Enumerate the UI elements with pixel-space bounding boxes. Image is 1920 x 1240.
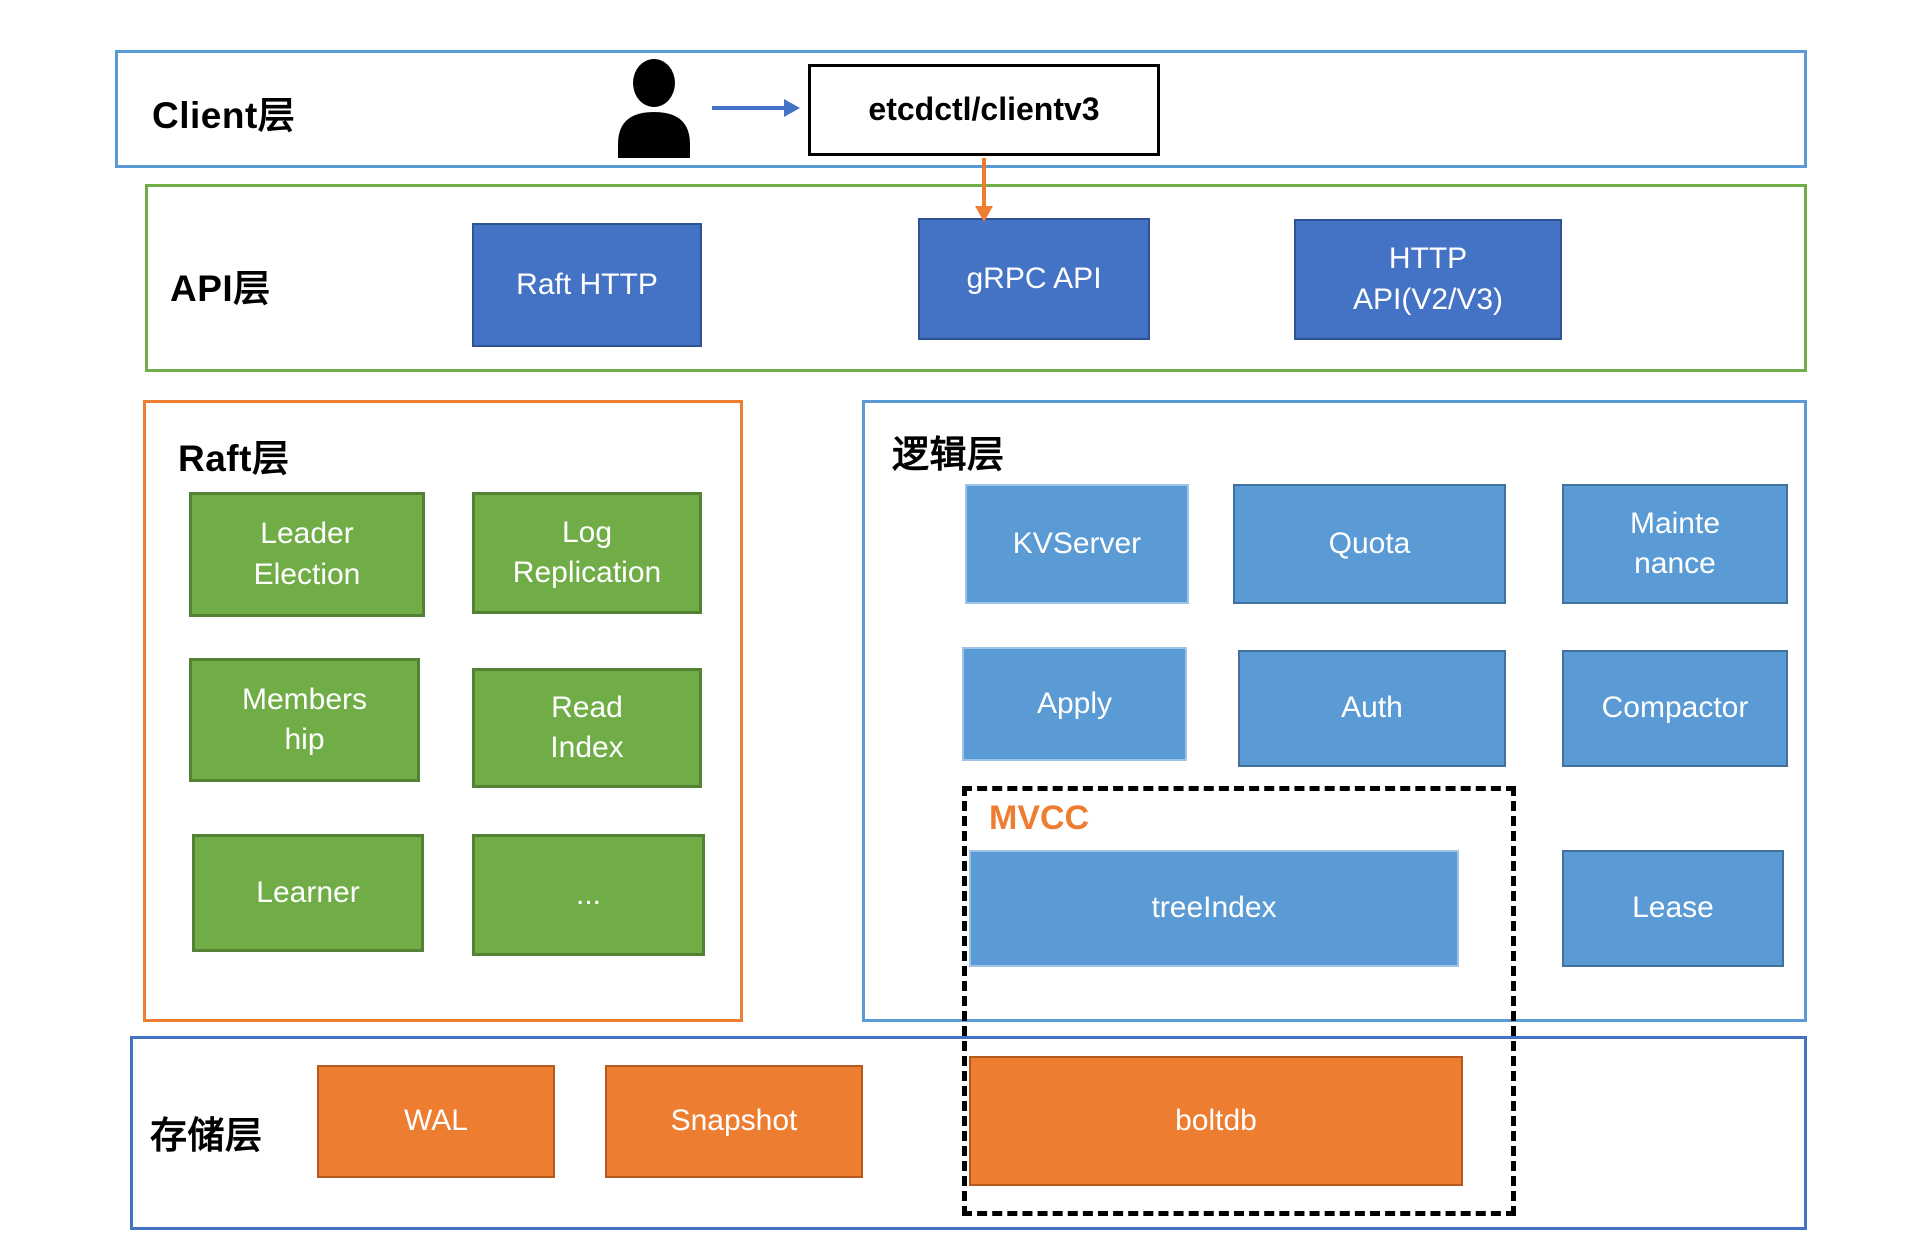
logic-box-kvserver: KVServer xyxy=(965,484,1189,604)
mvcc-group: MVCC xyxy=(962,786,1516,1216)
box-label: boltdb xyxy=(1175,1103,1257,1137)
box-label: Read xyxy=(551,690,623,724)
storage-box-wal: WAL xyxy=(317,1065,555,1178)
box-label: Learner xyxy=(256,875,360,909)
box-label: Lease xyxy=(1632,891,1714,925)
box-label: hip xyxy=(284,723,325,756)
storage-layer-label: 存储层 xyxy=(150,1115,263,1156)
api-box-grpc-api: gRPC API xyxy=(918,218,1150,340)
box-label: Raft HTTP xyxy=(516,267,658,301)
box-label: ... xyxy=(575,877,601,911)
storage-box-snapshot: Snapshot xyxy=(605,1065,863,1178)
arrow-down-head xyxy=(975,206,993,222)
raft-box-log-replication: Log Replication xyxy=(472,492,702,614)
raft-box-leader-election: Leader Election xyxy=(189,492,425,617)
logic-box-quota: Quota xyxy=(1233,484,1506,604)
box-label: KVServer xyxy=(1012,526,1142,560)
api-layer-label: API层 xyxy=(170,268,271,309)
raft-box-membership: Members hip xyxy=(189,658,420,782)
box-label: Auth xyxy=(1341,691,1403,725)
box-label: Quota xyxy=(1328,526,1411,560)
box-label: treeIndex xyxy=(1151,891,1277,925)
box-label: Mainte xyxy=(1629,506,1721,540)
arrow-right-icon xyxy=(712,106,784,110)
raft-box-learner: Learner xyxy=(192,834,424,952)
box-label: Index xyxy=(550,731,624,764)
etcdctl-clientv3-box: etcdctl/clientv3 xyxy=(808,64,1160,156)
api-box-http-api: HTTP API(V2/V3) xyxy=(1294,219,1562,340)
logic-box-apply: Apply xyxy=(962,647,1187,761)
logic-box-lease: Lease xyxy=(1562,850,1784,967)
mvcc-label: MVCC xyxy=(989,799,1090,837)
logic-box-treeindex: treeIndex xyxy=(969,850,1459,967)
box-label: Snapshot xyxy=(670,1104,798,1138)
logic-box-compactor: Compactor xyxy=(1562,650,1788,767)
raft-box-read-index: Read Index xyxy=(472,668,702,788)
box-label: Leader xyxy=(260,517,354,550)
box-label: Members xyxy=(241,682,368,716)
storage-box-boltdb: boltdb xyxy=(969,1056,1463,1186)
etcdctl-clientv3-label: etcdctl/clientv3 xyxy=(868,91,1100,128)
box-label: nance xyxy=(1634,547,1716,580)
box-label: WAL xyxy=(404,1104,468,1138)
person-icon xyxy=(608,58,700,158)
box-label: API(V2/V3) xyxy=(1352,282,1504,316)
arrow-right-head xyxy=(784,99,800,117)
client-layer-label: Client层 xyxy=(152,95,296,136)
api-box-raft-http: Raft HTTP xyxy=(472,223,702,347)
box-label: Election xyxy=(253,557,361,591)
box-label: Log xyxy=(561,515,613,549)
box-label: gRPC API xyxy=(966,261,1102,295)
box-label: Apply xyxy=(1036,686,1113,720)
raft-box-more: ... xyxy=(472,834,705,956)
raft-layer-label: Raft层 xyxy=(178,438,290,479)
box-label: HTTP xyxy=(1388,242,1468,275)
logic-box-auth: Auth xyxy=(1238,650,1506,767)
logic-layer-label: 逻辑层 xyxy=(892,434,1005,475)
logic-box-maintenance: Mainte nance xyxy=(1562,484,1788,604)
arrow-down-icon xyxy=(982,158,986,208)
box-label: Compactor xyxy=(1601,691,1749,725)
box-label: Replication xyxy=(512,556,662,589)
